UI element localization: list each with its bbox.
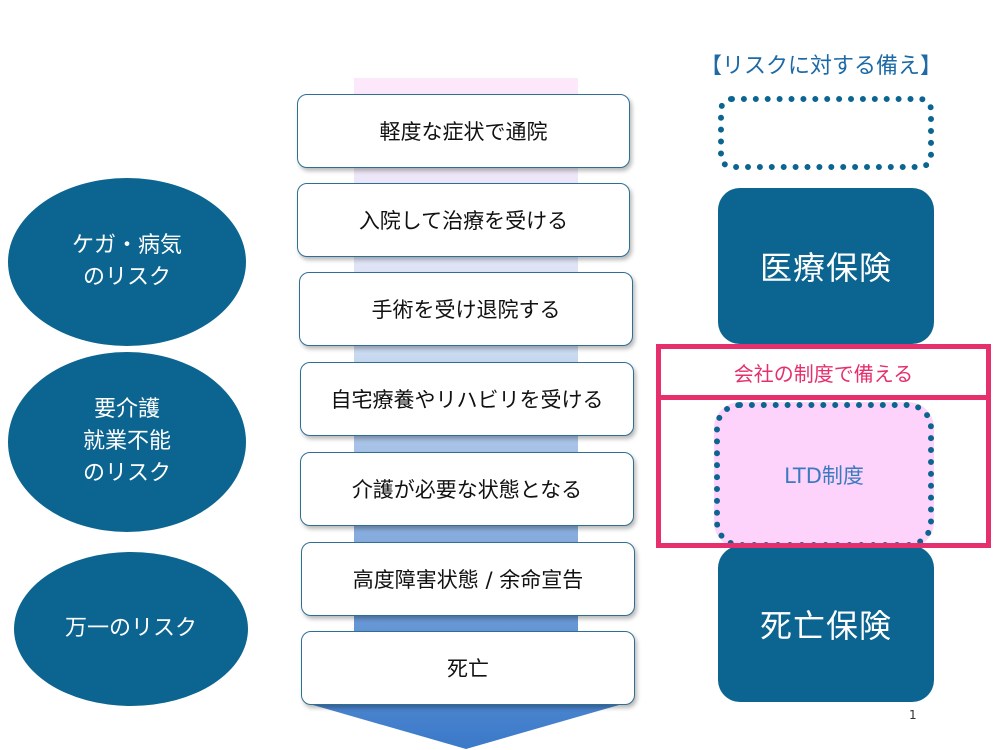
risk-death: 万一のリスク	[14, 552, 248, 706]
company-system-label-text: 会社の制度で備える	[733, 361, 914, 386]
medical-insurance-label: 医療保険	[759, 249, 892, 287]
step-death: 死亡	[301, 631, 635, 705]
company-system-label: 会社の制度で備える	[656, 344, 991, 400]
step-hospitalization: 入院して治療を受ける	[297, 183, 630, 257]
step-label: 入院して治療を受ける	[358, 209, 569, 233]
step-label: 自宅療養やリハビリを受ける	[330, 388, 604, 412]
step-label: 介護が必要な状態となる	[351, 478, 583, 502]
death-insurance-label: 死亡保険	[759, 607, 892, 645]
risk-death-label: 万一のリスク	[64, 616, 197, 642]
risk-injury-illness: ケガ・病気 のリスク	[8, 178, 246, 346]
risk-care-disability-label: 要介護 就業不能 のリスク	[82, 397, 171, 486]
empty-dotted-box	[718, 96, 934, 170]
step-nursing-care: 介護が必要な状態となる	[300, 452, 634, 526]
death-insurance-box: 死亡保険	[718, 546, 934, 702]
page-number: 1	[909, 708, 917, 722]
step-label: 死亡	[447, 657, 489, 681]
step-label: 手術を受け退院する	[371, 298, 561, 322]
step-outpatient: 軽度な症状で通院	[297, 94, 630, 168]
step-surgery-discharge: 手術を受け退院する	[299, 272, 633, 346]
step-label: 軽度な症状で通院	[379, 120, 548, 144]
step-home-rehab: 自宅療養やリハビリを受ける	[300, 362, 634, 436]
insurance-title: 【リスクに対する備え】	[700, 54, 943, 79]
step-label: 高度障害状態 / 余命宣告	[352, 568, 584, 592]
step-severe-disability: 高度障害状態 / 余命宣告	[301, 542, 635, 616]
risk-care-disability: 要介護 就業不能 のリスク	[8, 352, 246, 532]
medical-insurance-box: 医療保険	[718, 188, 934, 344]
ltd-label: LTD制度	[784, 464, 864, 488]
risk-injury-illness-label: ケガ・病気 のリスク	[71, 233, 182, 290]
